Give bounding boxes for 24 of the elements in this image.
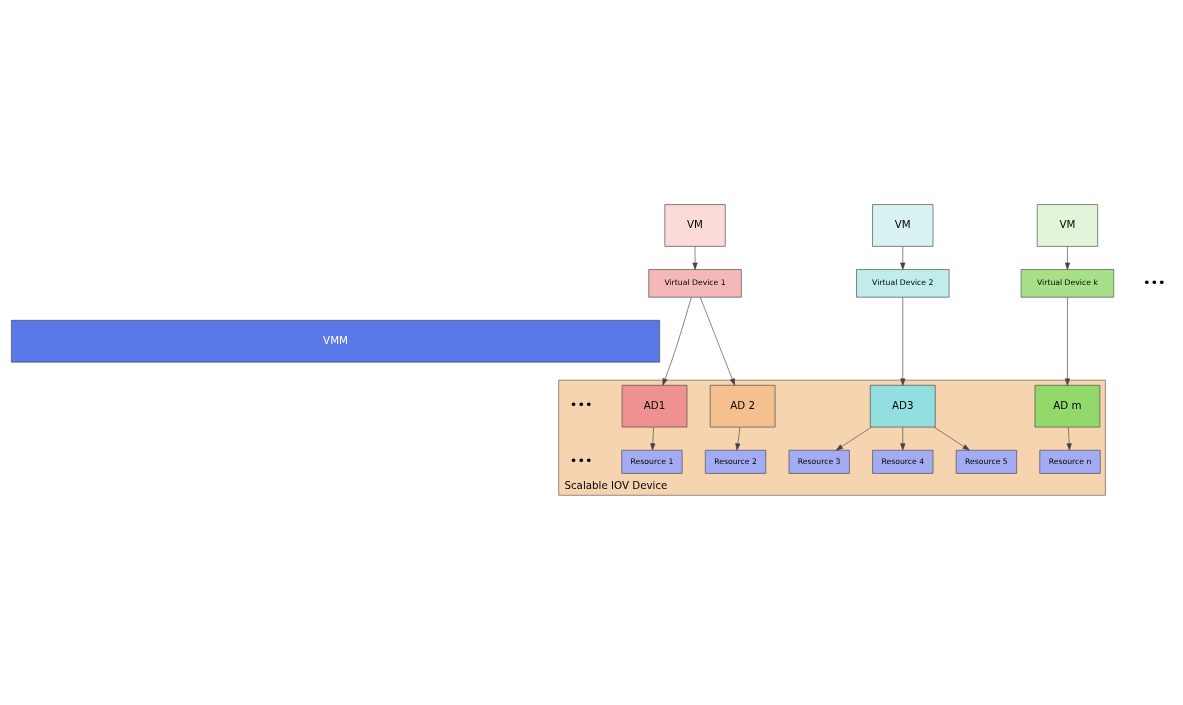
node-box: AD m bbox=[1034, 385, 1101, 428]
arrow bbox=[900, 427, 906, 451]
arrow bbox=[900, 246, 906, 270]
label: ••• bbox=[569, 453, 593, 469]
arrow bbox=[735, 427, 741, 451]
node-box: VM bbox=[1036, 204, 1098, 247]
node-box: AD3 bbox=[870, 385, 936, 428]
node-box: AD 2 bbox=[709, 385, 776, 428]
node-box: VM bbox=[664, 204, 726, 247]
node-box: VMM bbox=[11, 320, 660, 363]
arrow bbox=[900, 296, 906, 386]
arrow bbox=[662, 297, 692, 386]
node-box: VM bbox=[872, 204, 934, 247]
label: ••• bbox=[1142, 274, 1166, 290]
arrow bbox=[699, 296, 736, 386]
arrow bbox=[933, 426, 970, 451]
arrow bbox=[835, 426, 872, 451]
arrow bbox=[1064, 296, 1070, 386]
node-box: AD1 bbox=[621, 385, 688, 428]
arrow bbox=[650, 427, 656, 451]
arrow bbox=[692, 246, 698, 270]
arrow bbox=[1066, 427, 1072, 451]
label: ••• bbox=[569, 397, 593, 413]
arrow bbox=[1064, 246, 1070, 270]
